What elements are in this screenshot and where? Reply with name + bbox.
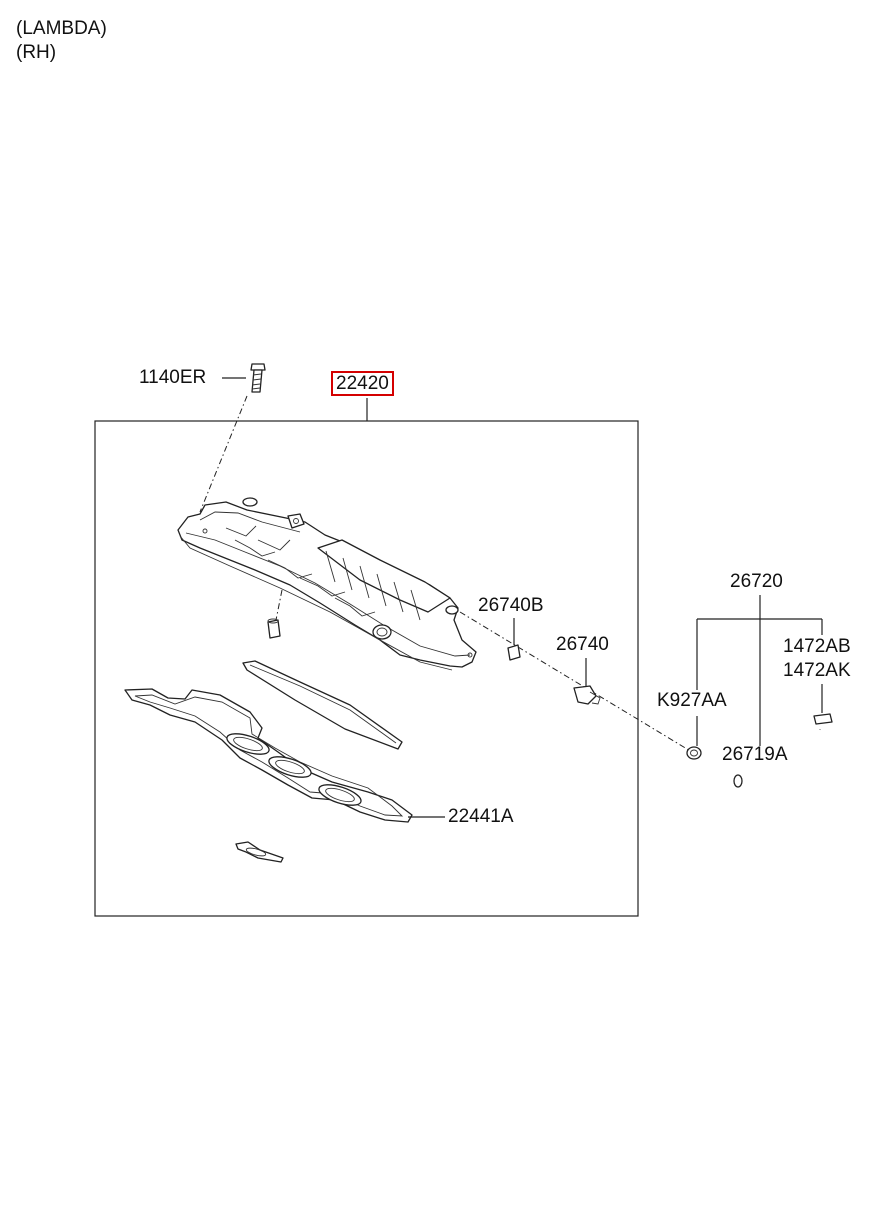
callout-k927aa[interactable]: K927AA <box>657 690 727 711</box>
breather-hose-part <box>733 729 825 797</box>
callout-22441a[interactable]: 22441A <box>448 806 514 827</box>
small-seal-part <box>235 841 284 863</box>
callout-26719a[interactable]: 26719A <box>722 744 788 765</box>
gasket-lower-part <box>124 688 445 823</box>
pcv-grommet-part <box>507 618 521 661</box>
valve-cover-part <box>177 497 477 671</box>
callout-26720[interactable]: 26720 <box>730 571 783 592</box>
gasket-upper-part <box>242 660 403 750</box>
callout-1472ak[interactable]: 1472AK <box>783 660 851 681</box>
clamp-k927aa-part <box>686 716 702 760</box>
bolt-part <box>222 363 266 393</box>
hose-assy-bracket <box>696 595 823 746</box>
callout-22420[interactable]: 22420 <box>331 371 394 396</box>
assembly-frame <box>94 420 639 917</box>
pcv-valve-part <box>573 658 601 705</box>
tube-seal-part <box>267 589 283 639</box>
callout-26740[interactable]: 26740 <box>556 634 609 655</box>
callout-26740b[interactable]: 26740B <box>478 595 544 616</box>
callout-1140er[interactable]: 1140ER <box>139 367 207 388</box>
callout-1472ab[interactable]: 1472AB <box>783 636 851 657</box>
clamp-1472-part <box>813 684 833 725</box>
pcv-centerline <box>459 611 693 753</box>
side-note: (RH) <box>16 42 57 63</box>
engine-variant-note: (LAMBDA) <box>16 18 107 39</box>
bolt-centerline <box>199 395 248 513</box>
